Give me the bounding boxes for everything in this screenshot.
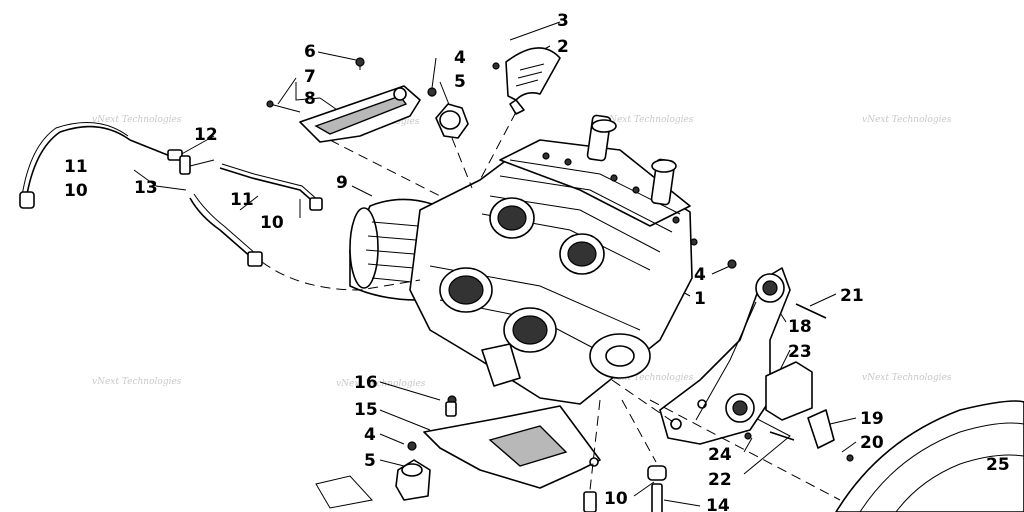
callout-5: 5 [454,72,466,92]
callout-21: 21 [840,286,864,306]
intake-sleeve [349,198,433,301]
callout-11: 11 [64,157,88,177]
callout-4: 4 [364,425,376,445]
drive-belt [649,399,1024,512]
callout-2: 2 [557,37,569,57]
watermark: vNext Technologies [604,115,694,125]
callout-7: 7 [304,67,316,87]
callout-19: 19 [860,409,884,429]
callout-12: 12 [194,125,218,145]
watermark: vNext Technologies [336,379,426,389]
watermark: vNext Technologies [92,377,182,387]
watermark: vNext Technologies [862,373,952,383]
callout-13: 13 [134,178,158,198]
callout-16: 16 [354,373,378,393]
pull-handle [479,47,561,181]
watermark: vNext Technologies [92,115,182,125]
watermark: vNext Technologies [604,373,694,383]
drive-flange [481,333,651,387]
callout-9: 9 [336,173,348,193]
engine-block [409,114,698,405]
callout-4: 4 [454,48,466,68]
callout-10: 10 [260,213,284,233]
callout-14: 14 [706,496,730,512]
callout-3: 3 [557,11,569,31]
callout-10: 10 [64,181,88,201]
callout-6: 6 [304,42,316,62]
watermark: vNext Technologies [862,115,952,125]
callout-labels: 3 2 4 5 6 7 8 12 11 10 13 11 10 9 4 1 21… [64,11,1010,512]
vent-hoses [19,122,421,291]
callout-1: 1 [694,289,706,309]
intake-ports [439,197,605,353]
callout-4: 4 [694,265,706,285]
upper-mount-bracket [266,57,441,197]
callout-23: 23 [788,342,812,362]
callout-10: 10 [604,489,628,509]
callout-15: 15 [354,400,378,420]
rear-mount-plate [611,259,827,445]
callout-20: 20 [860,433,884,453]
side-mount-block [765,361,854,462]
callout-5: 5 [364,451,376,471]
callout-25: 25 [986,455,1010,475]
callout-24: 24 [708,445,732,465]
callout-18: 18 [788,317,812,337]
callout-22: 22 [708,470,732,490]
lower-mount-plate [315,395,601,509]
top-engine-mount [427,87,473,189]
lower-clamp-and-pin [583,399,667,512]
callout-8: 8 [304,89,316,109]
callout-11: 11 [230,190,254,210]
